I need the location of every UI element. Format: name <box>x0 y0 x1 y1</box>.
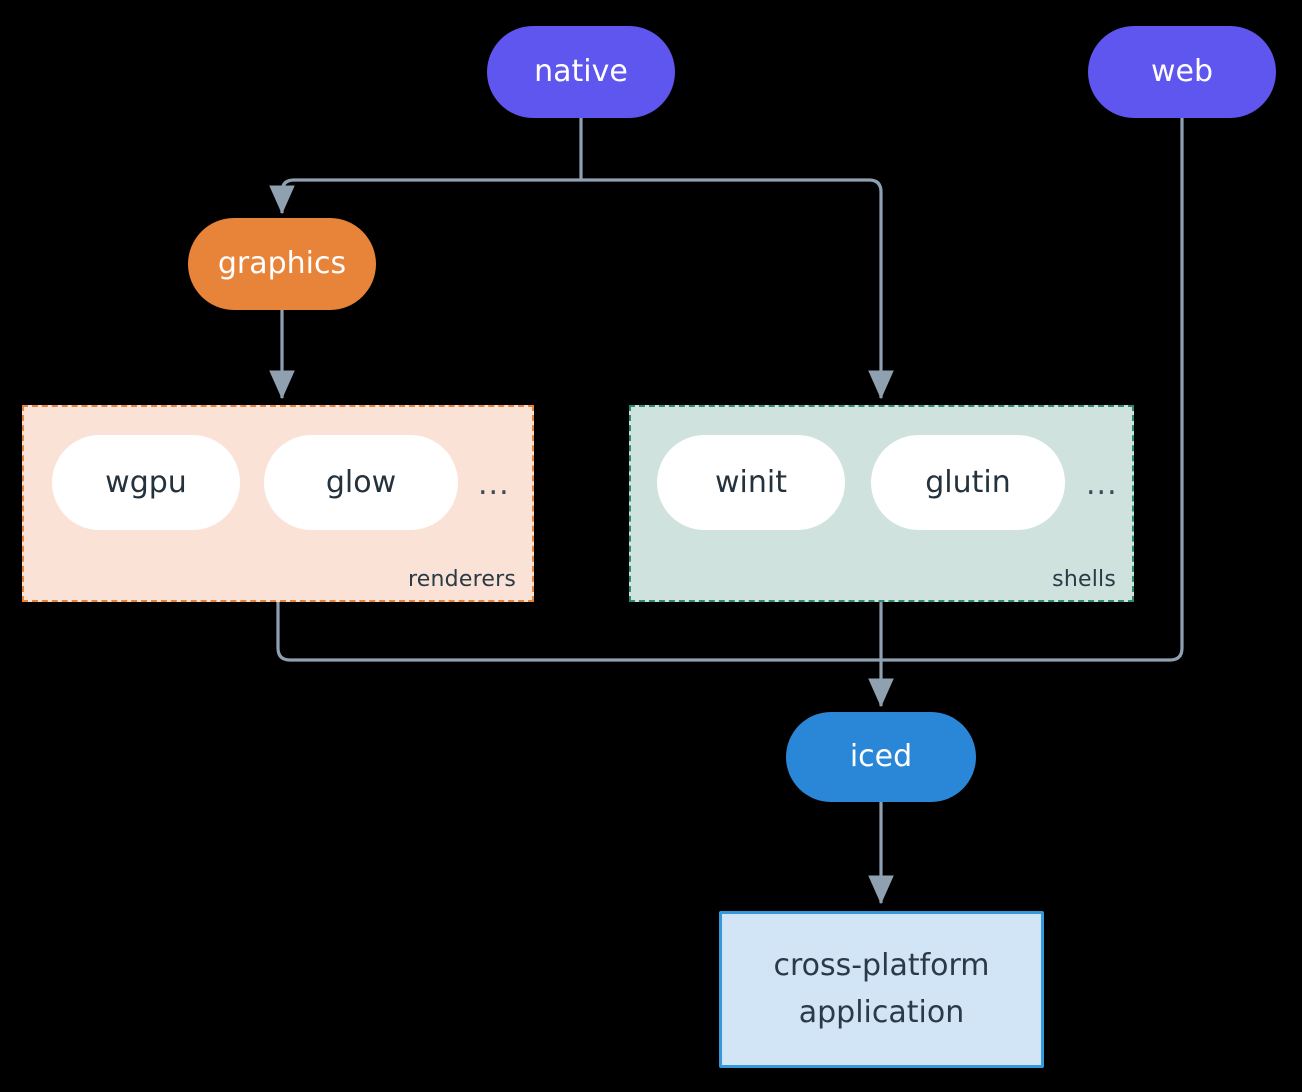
application-label-line1: cross-platform <box>773 948 990 983</box>
edge-renderers-to-iced <box>276 602 881 662</box>
node-iced[interactable]: iced <box>786 712 976 802</box>
application-label-line2: application <box>798 994 965 1030</box>
shells-more-ellipsis: ... <box>1086 467 1118 502</box>
node-graphics[interactable]: graphics <box>188 218 376 310</box>
node-web-label: web <box>1150 54 1214 90</box>
cluster-renderers: wgpu glow ... renderers <box>22 405 534 602</box>
chip-glutin-label: glutin <box>925 465 1011 500</box>
chip-wgpu[interactable]: wgpu <box>52 435 240 530</box>
node-iced-label: iced <box>849 739 913 775</box>
chip-glow-label: glow <box>325 465 397 500</box>
node-native-label: native <box>534 54 628 90</box>
chip-glutin[interactable]: glutin <box>871 435 1065 530</box>
cluster-shells: winit glutin ... shells <box>629 405 1134 602</box>
node-cross-platform-application[interactable]: cross-platform application <box>719 911 1044 1068</box>
chip-glow[interactable]: glow <box>264 435 458 530</box>
chip-wgpu-label: wgpu <box>105 465 187 500</box>
chip-winit-label: winit <box>715 465 787 500</box>
chip-winit[interactable]: winit <box>657 435 845 530</box>
node-native[interactable]: native <box>487 26 675 118</box>
cluster-renderers-label: renderers <box>408 567 516 592</box>
renderers-more-ellipsis: ... <box>478 467 510 502</box>
node-graphics-label: graphics <box>217 246 347 282</box>
cluster-shells-label: shells <box>1052 567 1116 592</box>
node-web[interactable]: web <box>1088 26 1276 118</box>
edge-native-to-graphics <box>269 178 581 215</box>
edge-native-to-shells <box>581 178 894 400</box>
